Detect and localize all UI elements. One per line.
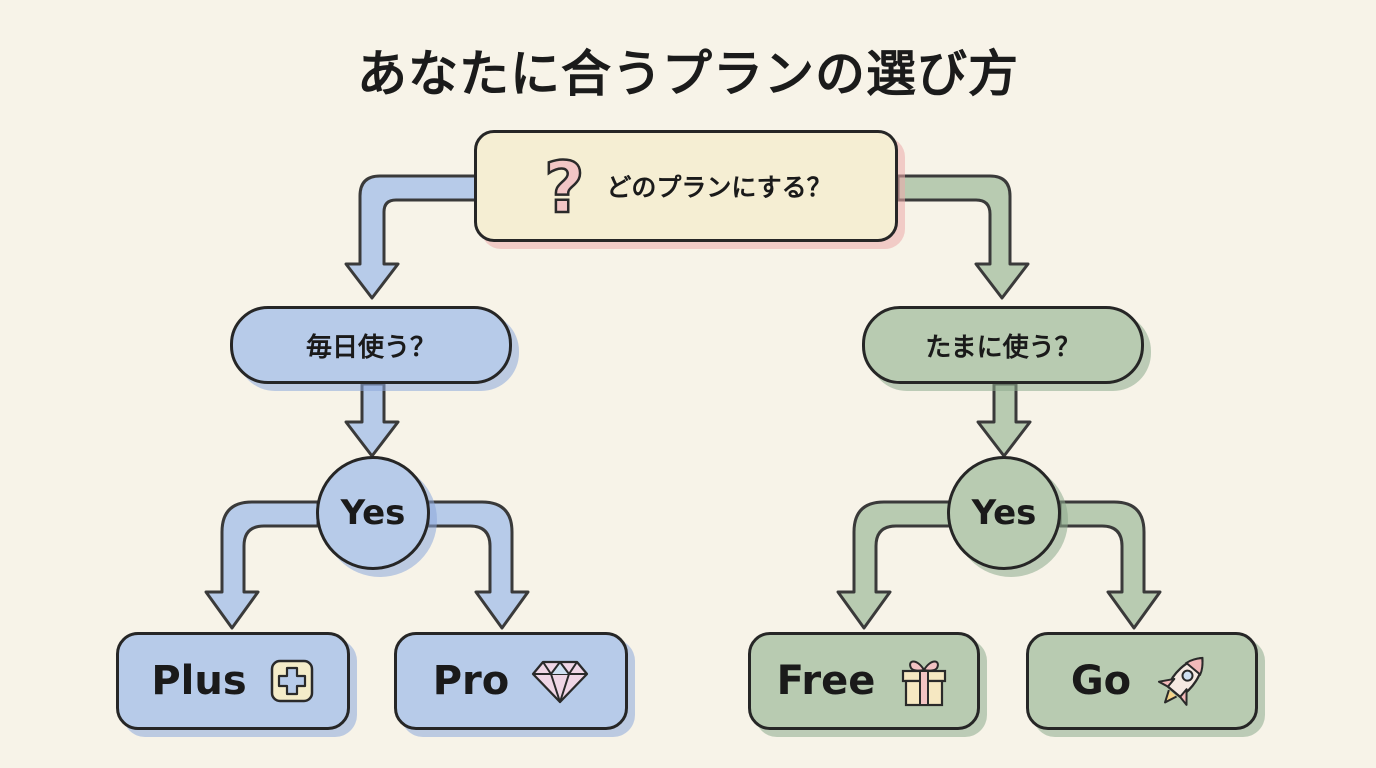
plan-free-label: Free (776, 658, 876, 704)
gift-icon (897, 654, 951, 708)
yes-occasional-node: Yes (947, 456, 1061, 570)
plan-pro-label: Pro (432, 658, 510, 704)
yes-occasional-label: Yes (971, 493, 1037, 533)
arrow-occasional-to-yes (976, 382, 1032, 458)
arrow-yes-to-plus (204, 500, 320, 630)
plan-free-node: Free (748, 632, 980, 730)
plan-go-label: Go (1070, 658, 1132, 704)
arrow-root-to-occasional (896, 174, 1030, 300)
root-question-node: ? どのプランにする？ (474, 130, 898, 242)
plan-plus-label: Plus (151, 658, 247, 704)
yes-daily-node: Yes (316, 456, 430, 570)
rocket-icon (1153, 649, 1213, 713)
question-occasional-node: たまに使う？ (862, 306, 1144, 384)
arrow-yes-to-free (836, 500, 952, 630)
question-occasional-label: たまに使う？ (925, 332, 1081, 363)
question-daily-label: 毎日使う？ (305, 332, 436, 363)
page-title: あなたに合うプランの選び方 (357, 45, 1019, 103)
question-mark-icon: ? (540, 150, 596, 222)
arrow-daily-to-yes (344, 382, 400, 458)
arrow-root-to-daily (344, 174, 480, 300)
svg-text:?: ? (544, 150, 585, 222)
root-question-label: どのプランにする？ (606, 173, 832, 202)
yes-daily-label: Yes (340, 493, 406, 533)
plan-plus-node: Plus (116, 632, 350, 730)
diamond-icon (531, 658, 589, 704)
plan-pro-node: Pro (394, 632, 628, 730)
arrow-yes-to-pro (426, 500, 530, 630)
question-daily-node: 毎日使う？ (230, 306, 512, 384)
plan-go-node: Go (1026, 632, 1258, 730)
arrow-yes-to-go (1058, 500, 1162, 630)
plus-icon (269, 658, 315, 704)
